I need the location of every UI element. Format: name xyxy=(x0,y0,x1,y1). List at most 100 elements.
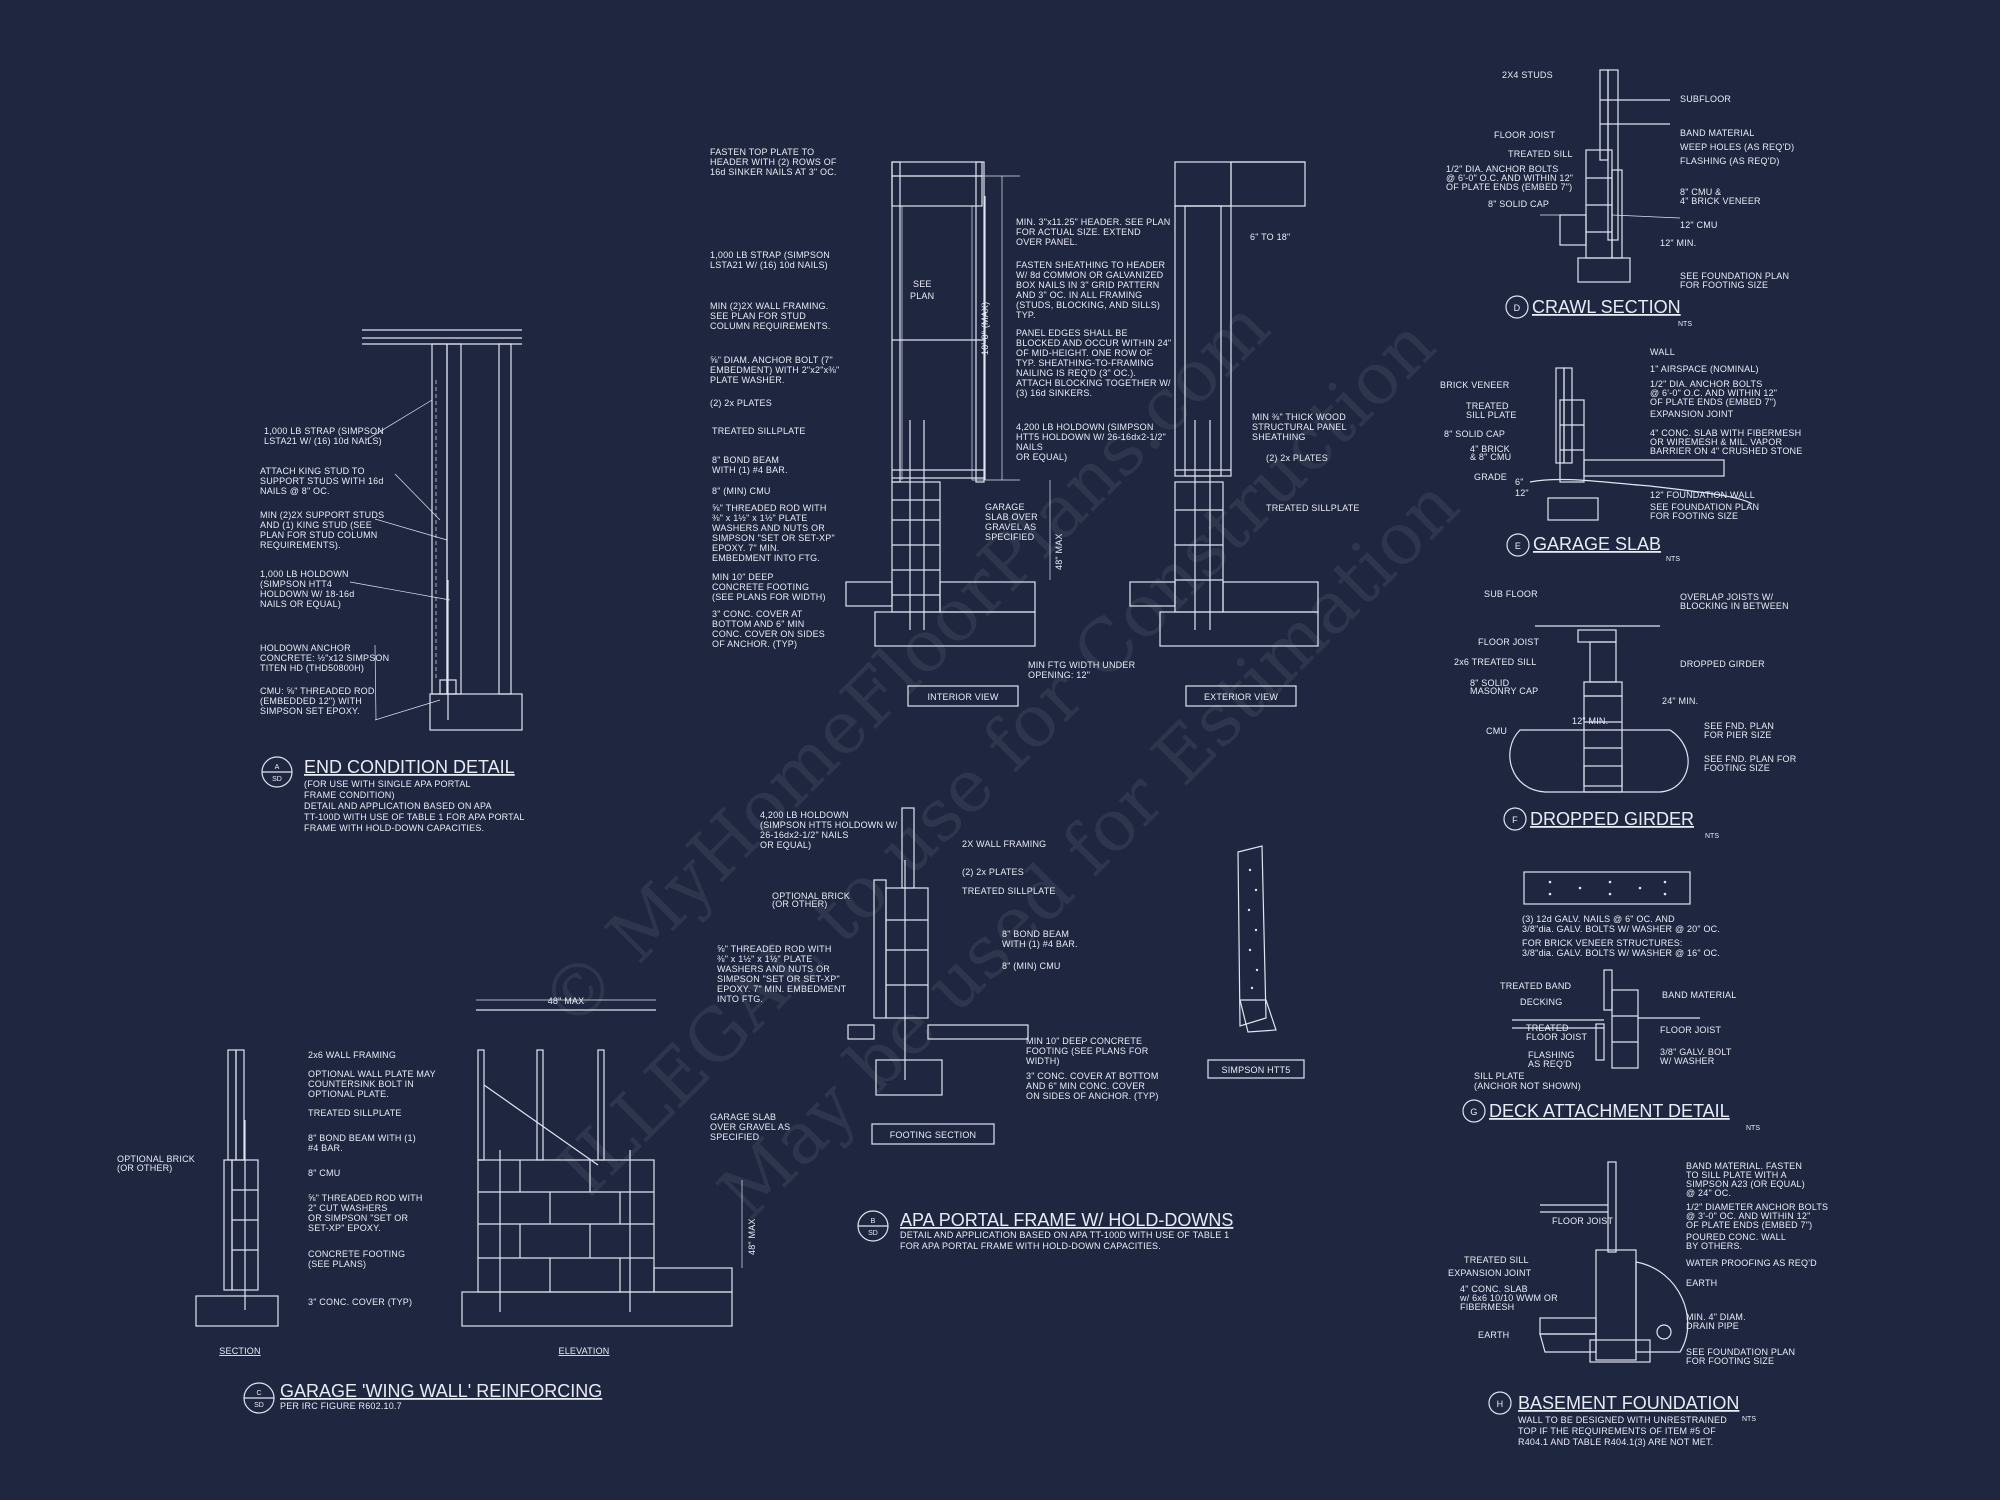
note-D-5: WEEP HOLES (AS REQ'D) xyxy=(1680,142,1794,152)
note-Bint-13: 8" BOND BEAM xyxy=(712,455,779,465)
note-Bfoot-8: (OR OTHER) xyxy=(772,899,828,909)
note-Bext-0: 6" TO 18" xyxy=(1250,232,1290,242)
note-H-1: TO SILL PLATE WITH A xyxy=(1686,1170,1787,1180)
detail-a-badge-bottom: SD xyxy=(272,776,282,783)
note-Bfoot-9: 8" BOND BEAM xyxy=(1002,929,1069,939)
detail-c-badge-bottom: SD xyxy=(254,1402,264,1409)
note-Bfoot-17: INTO FTG. xyxy=(717,994,763,1004)
note-Bmid-9: PANEL EDGES SHALL BE xyxy=(1016,328,1128,338)
detail-c-title: GARAGE 'WING WALL' REINFORCING xyxy=(280,1381,602,1401)
note-Bint-4: LSTA21 W/ (16) 10d NAILS) xyxy=(710,260,828,270)
note-Bmid-3: FASTEN SHEATHING TO HEADER xyxy=(1016,260,1166,270)
note-Bint-11: (2) 2x PLATES xyxy=(710,398,772,408)
note-C-4: TREATED SILLPLATE xyxy=(308,1108,402,1118)
detail-f-nts: NTS xyxy=(1705,833,1719,840)
simpson-htt5-illustration: SIMPSON HTT5 xyxy=(1207,845,1305,1079)
detail-b-interior-view: 10'-0" (MAX) 48" MAX SEE PLAN FASTEN TOP… xyxy=(710,147,1171,707)
note-H-17: MIN. 4" DIAM. xyxy=(1686,1312,1746,1322)
note-Bint-18: WASHERS AND NUTS OR xyxy=(712,523,825,533)
note-H-3: @ 24" OC. xyxy=(1686,1188,1731,1198)
note-G-14: SILL PLATE xyxy=(1474,1071,1525,1081)
note-D-4: TREATED SILL xyxy=(1508,149,1573,159)
note-D-14: 12" MIN. xyxy=(1660,238,1696,248)
note-Bint-1: HEADER WITH (2) ROWS OF xyxy=(710,157,837,167)
footing-section-label: FOOTING SECTION xyxy=(890,1130,977,1140)
note-D-10: 8" CMU & xyxy=(1680,187,1721,197)
note-E-2: BRICK VENEER xyxy=(1440,380,1510,390)
note-Bmid-2: OVER PANEL. xyxy=(1016,237,1078,247)
note-Bmid-7: (STUDS, BLOCKING, AND SILLS) xyxy=(1016,300,1160,310)
note-G-13: W/ WASHER xyxy=(1660,1056,1715,1066)
note-G-7: FLOOR JOIST xyxy=(1660,1025,1722,1035)
note-D-6: FLASHING (AS REQ'D) xyxy=(1680,156,1780,166)
detail-d-title: CRAWL SECTION xyxy=(1532,297,1681,317)
note-D-13: 12" CMU xyxy=(1680,220,1718,230)
note-C-15: OPTIONAL BRICK xyxy=(117,1154,195,1164)
note-C-12: CONCRETE FOOTING xyxy=(308,1249,405,1259)
detail-b-title: APA PORTAL FRAME W/ HOLD-DOWNS xyxy=(900,1210,1233,1230)
note-D-11: 4" BRICK VENEER xyxy=(1680,196,1761,206)
note-A-11: HOLDOWN W/ 18-16d xyxy=(260,589,354,599)
note-Bfoot-4: 2X WALL FRAMING xyxy=(962,839,1046,849)
note-Bint-7: COLUMN REQUIREMENTS. xyxy=(710,321,831,331)
interior-view-label: INTERIOR VIEW xyxy=(927,692,998,702)
note-E-5: OF PLATE ENDS (EMBED 7") xyxy=(1650,397,1776,407)
note-F-13: SEE FND. PLAN FOR xyxy=(1704,754,1797,764)
detail-h-desc-1: WALL TO BE DESIGNED WITH UNRESTRAINED xyxy=(1518,1415,1727,1425)
detail-a-desc-2: FRAME CONDITION) xyxy=(304,790,395,800)
note-Bmid-19: OR EQUAL) xyxy=(1016,452,1067,462)
note-Bint-8: ⅝" DIAM. ANCHOR BOLT (7" xyxy=(710,355,833,365)
note-H-6: @ 3'-0" OC. AND WITHIN 12" xyxy=(1686,1211,1810,1221)
note-Bint-21: EMBEDMENT INTO FTG. xyxy=(712,553,820,563)
detail-g-title: DECK ATTACHMENT DETAIL xyxy=(1489,1101,1730,1121)
note-A-1: LSTA21 W/ (16) 10d NAILS) xyxy=(264,436,382,446)
detail-b-badge-top: B xyxy=(871,1218,876,1225)
detail-c-dim-top: 48" MAX xyxy=(548,996,585,1006)
note-A-18: SIMPSON SET EPOXY. xyxy=(260,706,360,716)
note-C-6: #4 BAR. xyxy=(308,1143,343,1153)
note-C-5: 8" BOND BEAM WITH (1) xyxy=(308,1133,416,1143)
note-Bext-5: TREATED SILLPLATE xyxy=(1266,503,1360,513)
note-F-14: FOOTING SIZE xyxy=(1704,763,1770,773)
detail-g-nts: NTS xyxy=(1746,1125,1760,1132)
note-A-4: NAILS @ 8" OC. xyxy=(260,486,330,496)
note-D-0: 2X4 STUDS xyxy=(1502,70,1553,80)
note-H-13: 4" CONC. SLAB xyxy=(1460,1284,1528,1294)
simpson-htt5-label: SIMPSON HTT5 xyxy=(1222,1065,1291,1075)
note-E-6: TREATED xyxy=(1466,401,1509,411)
note-Bmid-16: 4,200 LB HOLDOWN (SIMPSON xyxy=(1016,422,1154,432)
detail-a-desc-5: FRAME WITH HOLD-DOWN CAPACITIES. xyxy=(304,823,484,833)
note-C-8: ⅝" THREADED ROD WITH xyxy=(308,1193,423,1203)
note-Bfoot-20: WIDTH) xyxy=(1026,1056,1060,1066)
note-H-20: SEE FOUNDATION PLAN xyxy=(1686,1347,1795,1357)
note-A-14: CONCRETE: ½"x12 SIMPSON xyxy=(260,653,389,663)
note-A-12: NAILS OR EQUAL) xyxy=(260,599,341,609)
note-E-9: 8" SOLID CAP xyxy=(1444,429,1505,439)
note-C-9: 2" CUT WASHERS xyxy=(308,1203,388,1213)
note-Bmid-4: W/ 8d COMMON OR GALVANIZED xyxy=(1016,270,1164,280)
detail-b-footing-notes: 4,200 LB HOLDOWN(SIMPSON HTT5 HOLDOWN W/… xyxy=(717,810,1158,1101)
footing-section-label-box xyxy=(871,1123,995,1145)
note-A-7: PLAN FOR STUD COLUMN xyxy=(260,530,378,540)
simpson-label-box xyxy=(1207,1059,1305,1079)
note-D-12: 8" SOLID CAP xyxy=(1488,199,1549,209)
note-E-16: 6" xyxy=(1515,477,1524,487)
note-Bfoot-22: AND 6" MIN CONC. COVER xyxy=(1026,1081,1145,1091)
note-C-11: SET-XP" EPOXY. xyxy=(308,1223,381,1233)
interior-48-max-dim: 48" MAX xyxy=(1054,533,1064,570)
note-Bmid-20: GARAGE xyxy=(985,502,1025,512)
note-Bfoot-5: (2) 2x PLATES xyxy=(962,867,1024,877)
note-F-7: MASONRY CAP xyxy=(1470,686,1538,696)
note-Bfoot-10: WITH (1) #4 BAR. xyxy=(1002,939,1078,949)
note-G-1: 3/8"dia. GALV. BOLTS W/ WASHER @ 20" OC. xyxy=(1522,924,1720,934)
note-Bint-23: CONCRETE FOOTING xyxy=(712,582,809,592)
detail-a-title: END CONDITION DETAIL xyxy=(304,757,515,777)
detail-e-badge: E xyxy=(1515,541,1521,551)
note-E-11: OR WIREMESH & MIL. VAPOR xyxy=(1650,437,1782,447)
watermark-line-2: ILLEGAL to use for Construction xyxy=(542,302,1451,1211)
detail-a-desc-4: TT-100D WITH USE OF TABLE 1 FOR APA PORT… xyxy=(304,812,525,822)
